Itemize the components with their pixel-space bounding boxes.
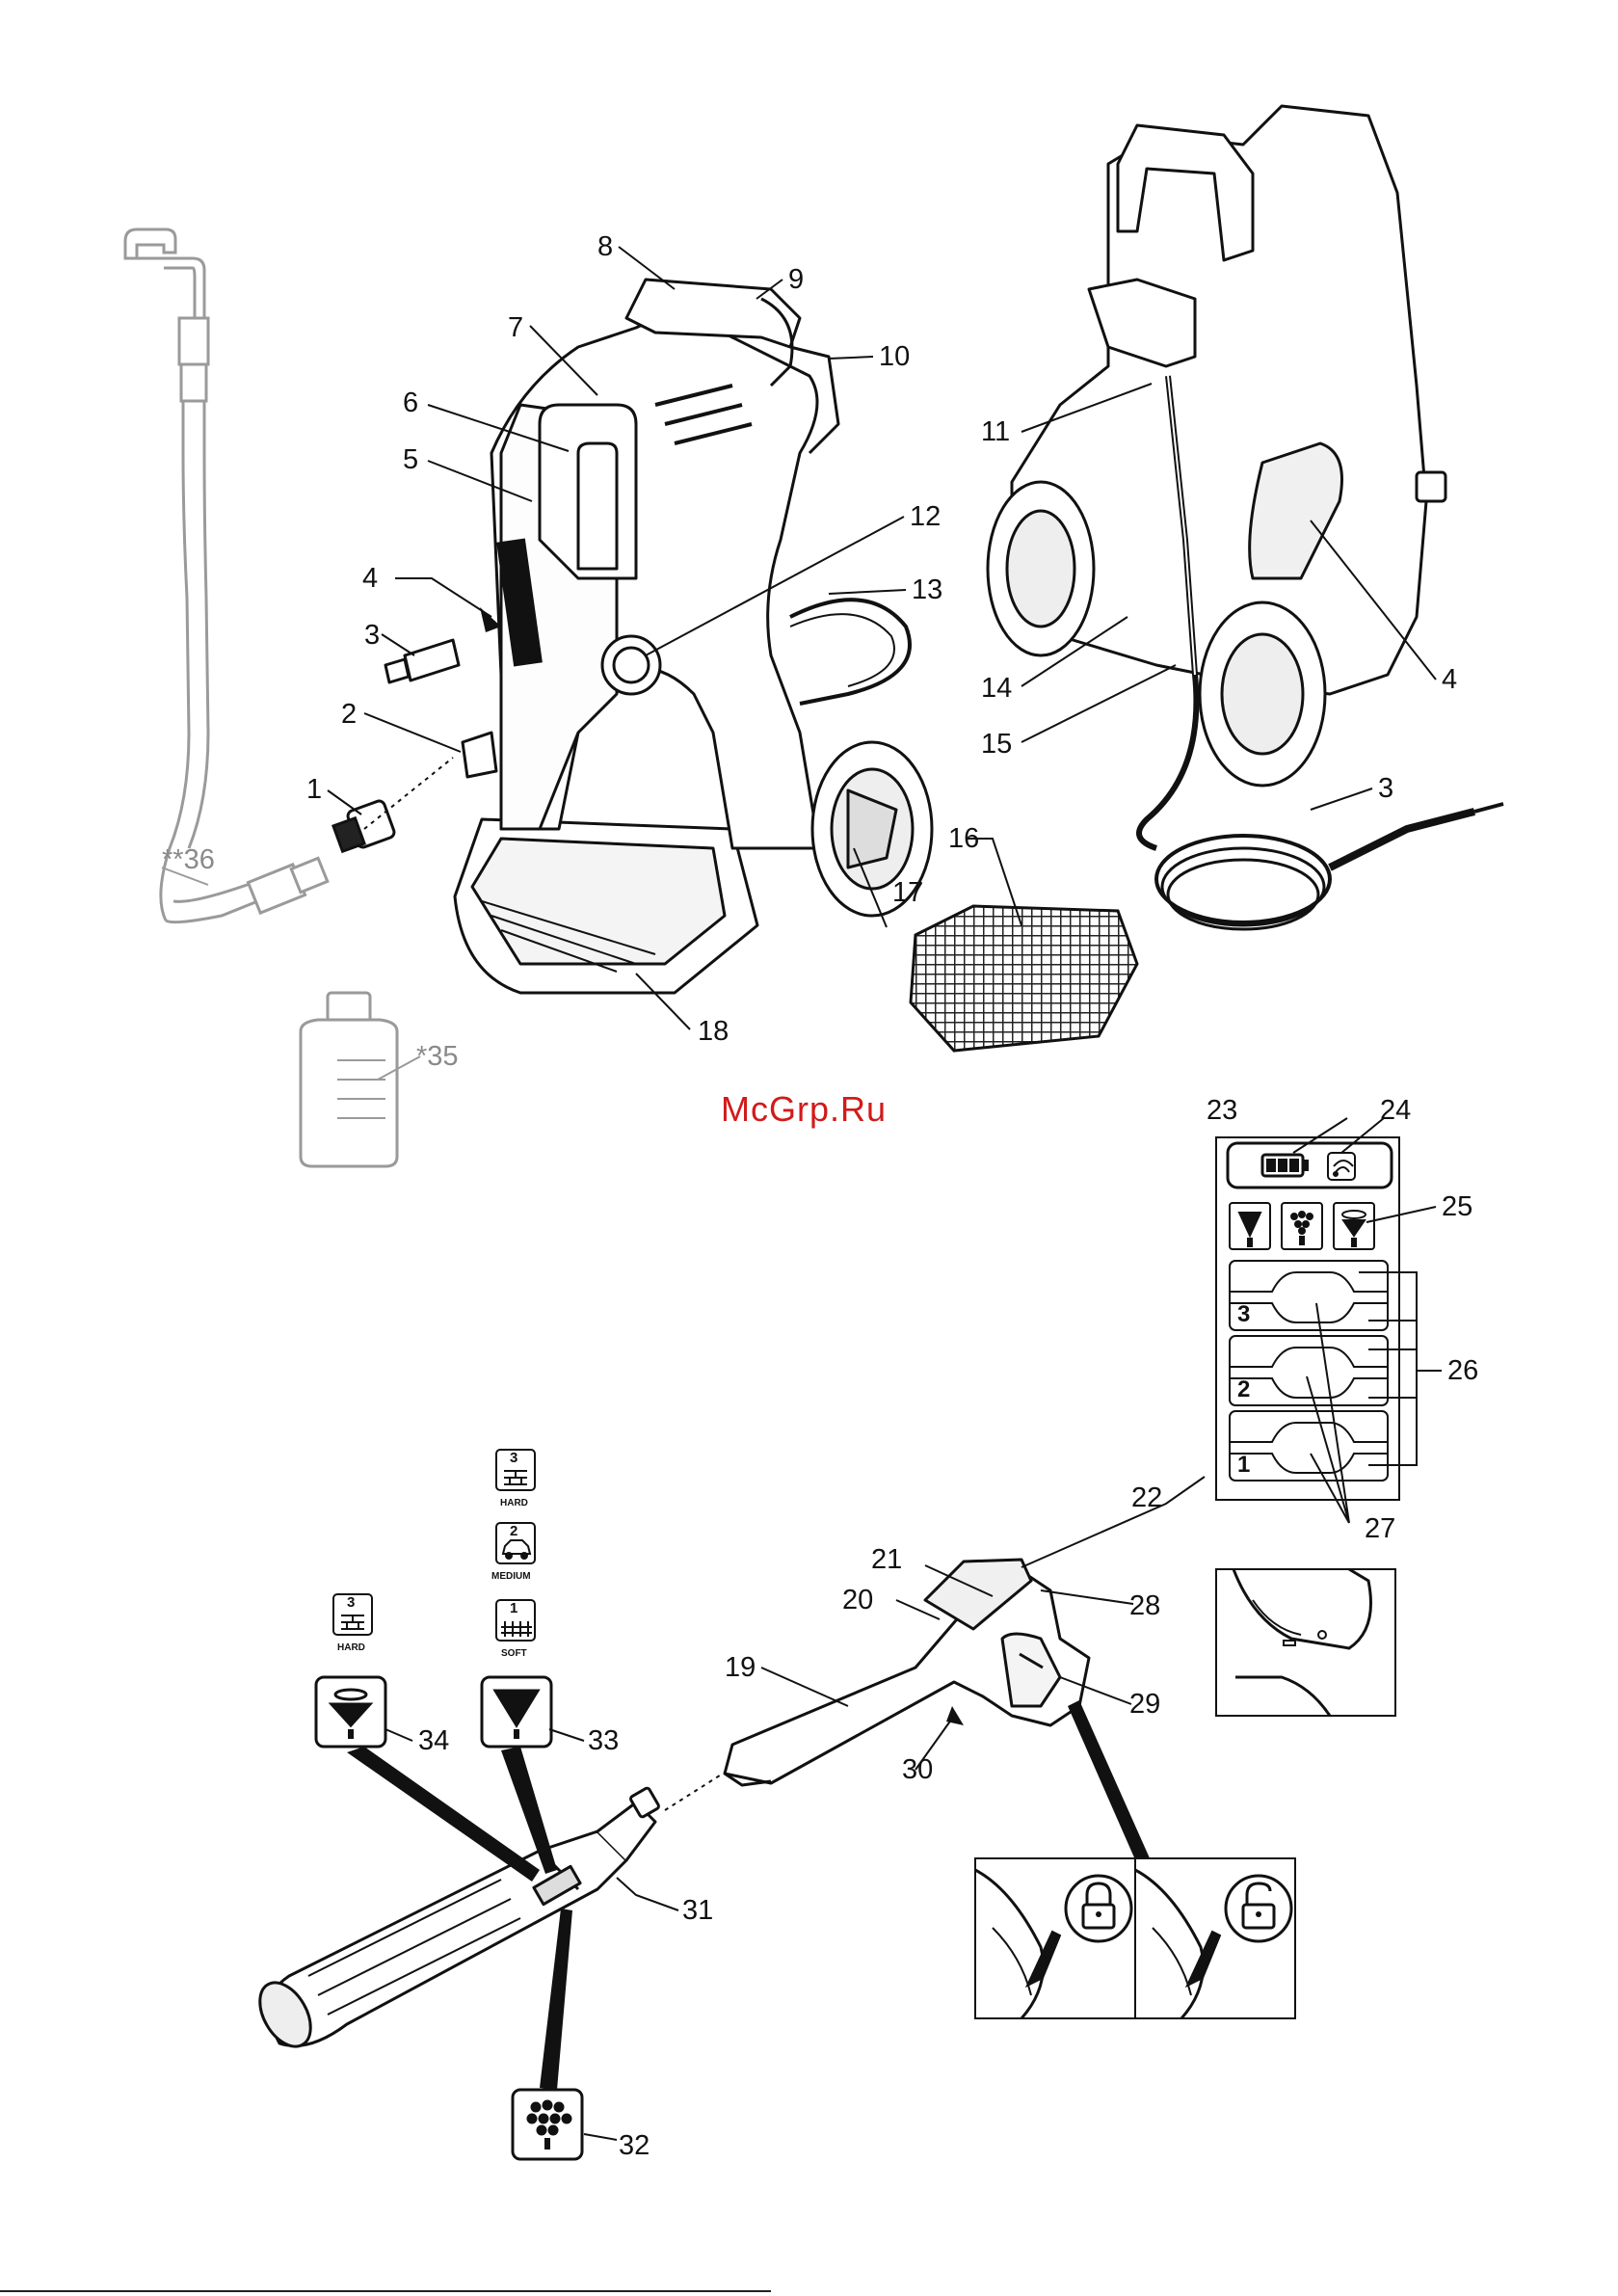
lock-open-icon <box>1226 1876 1291 1941</box>
level-2-label: 2 <box>1237 1376 1250 1403</box>
callout-10: 10 <box>879 343 910 371</box>
callout-21: 21 <box>871 1546 902 1574</box>
callout-36: **36 <box>162 846 215 874</box>
spray-jet-icon <box>1230 1203 1270 1249</box>
pressure-washer-rear <box>988 106 1446 786</box>
callout-30: 30 <box>902 1756 933 1784</box>
watermark: McGrp.Ru <box>721 1089 887 1130</box>
soft-label: SOFT <box>501 1648 527 1659</box>
callout-31: 31 <box>682 1897 713 1925</box>
callout-32: 32 <box>619 2132 650 2160</box>
level-1-label: 1 <box>1237 1452 1250 1479</box>
garden-hose-coupling <box>333 799 396 851</box>
tap-icon <box>125 229 208 401</box>
callout-17: 17 <box>892 879 923 907</box>
hard-icon-number-left: 3 <box>347 1594 355 1611</box>
callout-5: 5 <box>403 446 418 474</box>
callout-25: 25 <box>1442 1193 1472 1221</box>
callout-6: 6 <box>403 389 418 417</box>
callout-9: 9 <box>788 266 804 294</box>
callout-26: 26 <box>1447 1357 1478 1385</box>
level-3-label: 3 <box>1237 1301 1250 1328</box>
callout-8: 8 <box>597 233 613 261</box>
callout-13: 13 <box>912 576 942 604</box>
callout-29: 29 <box>1129 1691 1160 1719</box>
callout-3-rear: 3 <box>1378 775 1393 803</box>
medium-label: MEDIUM <box>491 1571 531 1582</box>
callout-4-front: 4 <box>362 565 378 593</box>
pressure-levels <box>1230 1261 1388 1481</box>
soft-icon-number: 1 <box>510 1600 517 1616</box>
callout-7: 7 <box>508 314 523 342</box>
callout-1: 1 <box>306 776 322 804</box>
callout-19: 19 <box>725 1654 756 1682</box>
spray-mode-jet-box <box>482 1677 551 1747</box>
spray-fan-icon <box>1282 1203 1322 1249</box>
callout-12: 12 <box>910 503 941 531</box>
spray-mode-rotate-box <box>316 1677 385 1747</box>
pressure-washer-front <box>385 280 932 993</box>
callout-28: 28 <box>1129 1592 1160 1620</box>
medium-icon-number: 2 <box>510 1523 517 1539</box>
callout-20: 20 <box>842 1587 873 1615</box>
callout-3-front: 3 <box>364 622 380 650</box>
trigger-detail <box>1216 1569 1395 1716</box>
filter-mat <box>911 906 1137 1051</box>
footer-rule <box>0 2290 771 2292</box>
callout-24: 24 <box>1380 1097 1411 1125</box>
spray-rotate-icon <box>1334 1203 1374 1249</box>
callout-15: 15 <box>981 731 1012 759</box>
lock-closed-icon <box>1066 1876 1131 1941</box>
callout-27: 27 <box>1365 1515 1395 1543</box>
detergent-bottle <box>301 993 397 1166</box>
callout-4-rear: 4 <box>1442 666 1457 694</box>
callout-2: 2 <box>341 701 357 729</box>
callout-35: *35 <box>416 1043 459 1071</box>
callout-16: 16 <box>948 825 979 853</box>
callout-23: 23 <box>1207 1097 1237 1125</box>
callout-33: 33 <box>588 1727 619 1755</box>
callout-22: 22 <box>1131 1484 1162 1512</box>
callout-11: 11 <box>981 418 1010 446</box>
bluetooth-icon <box>1328 1153 1355 1180</box>
hard-label: HARD <box>500 1498 528 1508</box>
callout-34: 34 <box>418 1727 449 1755</box>
trigger-gun <box>725 1560 1089 1785</box>
callout-18: 18 <box>698 1018 729 1046</box>
hard-icon-number: 3 <box>510 1450 517 1466</box>
hard-label-left: HARD <box>337 1642 365 1653</box>
spray-mode-fan-box <box>513 2090 582 2159</box>
callout-14: 14 <box>981 675 1012 703</box>
battery-icon <box>1262 1155 1308 1176</box>
